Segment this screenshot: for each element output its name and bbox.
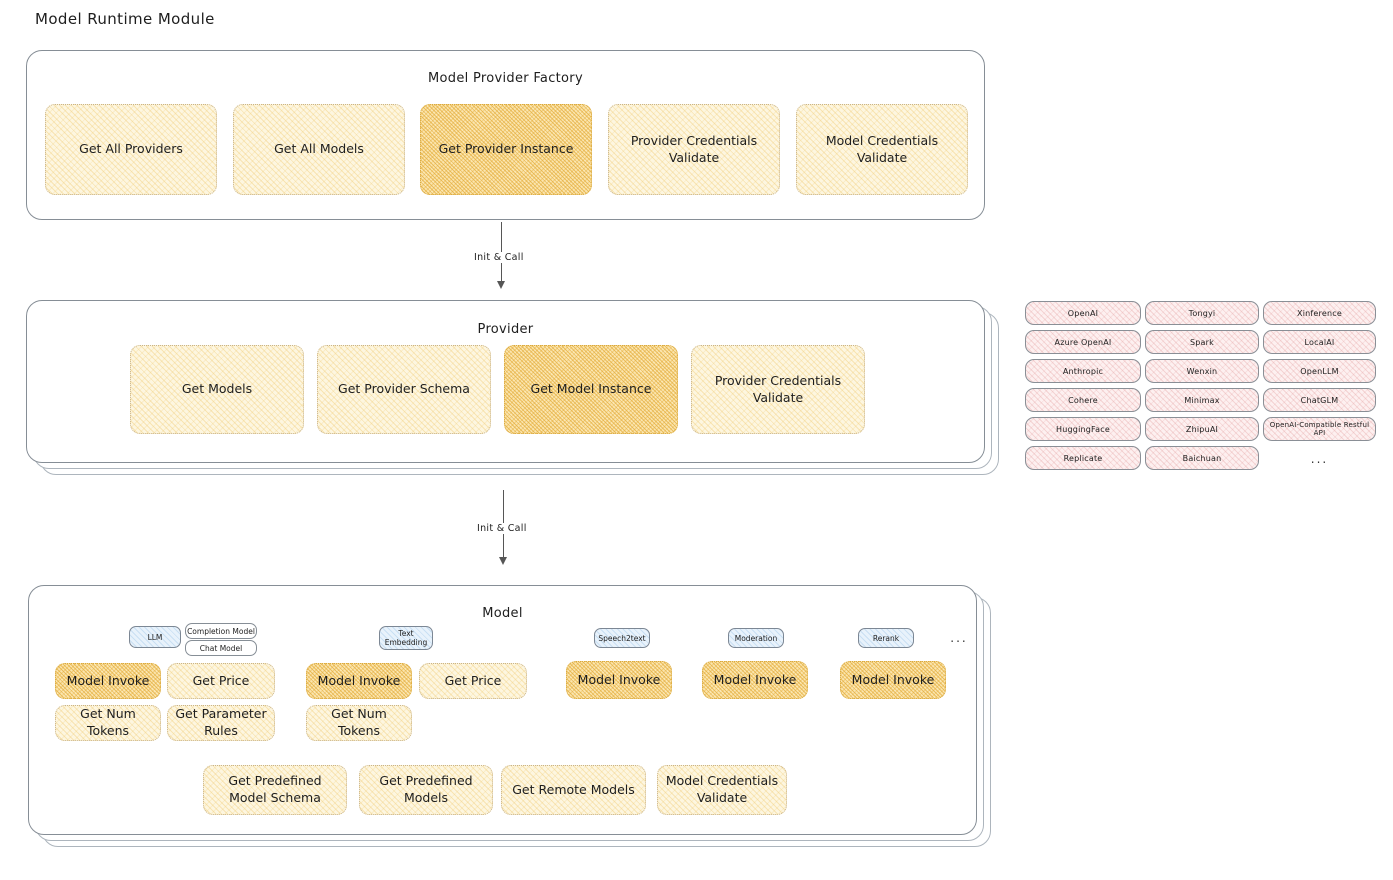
provider-title: Provider: [477, 322, 534, 337]
speech2text-op-model-invoke[interactable]: Model Invoke: [566, 661, 672, 699]
factory-op-provider-credentials-validate[interactable]: Provider Credentials Validate: [608, 104, 780, 195]
arrow-factory-to-provider-label: Init & Call: [470, 252, 528, 263]
model-type-badge-speech2text[interactable]: Speech2text: [594, 628, 650, 648]
model-type-badge-text-embedding[interactable]: Text Embedding: [379, 626, 433, 650]
llm-op-get-num-tokens[interactable]: Get Num Tokens: [55, 705, 161, 741]
provider-chip-azure-openai[interactable]: Azure OpenAI: [1025, 330, 1141, 354]
factory-op-get-provider-instance[interactable]: Get Provider Instance: [420, 104, 592, 195]
provider-chip-spark[interactable]: Spark: [1145, 330, 1259, 354]
arrow-provider-to-model-head: [499, 557, 507, 565]
provider-op-get-model-instance[interactable]: Get Model Instance: [504, 345, 678, 434]
factory-op-get-all-providers[interactable]: Get All Providers: [45, 104, 217, 195]
provider-chip-openai[interactable]: OpenAI: [1025, 301, 1141, 325]
model-sub-badge-completion-model[interactable]: Completion Model: [185, 623, 257, 639]
text-embedding-op-get-price[interactable]: Get Price: [419, 663, 527, 699]
model-provider-factory-title: Model Provider Factory: [428, 71, 583, 86]
model-sub-badge-chat-model[interactable]: Chat Model: [185, 640, 257, 656]
moderation-op-model-invoke[interactable]: Model Invoke: [702, 661, 808, 699]
text-embedding-op-model-invoke[interactable]: Model Invoke: [306, 663, 412, 699]
model-common-op-model-credentials-validate[interactable]: Model Credentials Validate: [657, 765, 787, 815]
llm-op-get-parameter-rules[interactable]: Get Parameter Rules: [167, 705, 275, 741]
provider-chip-cohere[interactable]: Cohere: [1025, 388, 1141, 412]
factory-op-model-credentials-validate[interactable]: Model Credentials Validate: [796, 104, 968, 195]
provider-op-get-models[interactable]: Get Models: [130, 345, 304, 434]
provider-chip-xinference[interactable]: Xinference: [1263, 301, 1376, 325]
factory-op-get-all-models[interactable]: Get All Models: [233, 104, 405, 195]
provider-chip-localai[interactable]: LocalAI: [1263, 330, 1376, 354]
provider-chip-openllm[interactable]: OpenLLM: [1263, 359, 1376, 383]
model-common-op-get-predefined-models[interactable]: Get Predefined Models: [359, 765, 493, 815]
provider-chip-chatglm[interactable]: ChatGLM: [1263, 388, 1376, 412]
provider-op-get-provider-schema[interactable]: Get Provider Schema: [317, 345, 491, 434]
model-title: Model: [482, 606, 523, 621]
model-type-badge-moderation[interactable]: Moderation: [728, 628, 784, 648]
model-common-op-get-predefined-model-schema[interactable]: Get Predefined Model Schema: [203, 765, 347, 815]
page-title: Model Runtime Module: [35, 10, 215, 28]
model-type-badge-rerank[interactable]: Rerank: [858, 628, 914, 648]
model-common-op-get-remote-models[interactable]: Get Remote Models: [501, 765, 646, 815]
model-types-more-ellipsis: ...: [950, 631, 968, 645]
provider-chip-huggingface[interactable]: HuggingFace: [1025, 417, 1141, 441]
provider-list-more-ellipsis: ...: [1310, 452, 1329, 466]
text-embedding-op-get-num-tokens[interactable]: Get Num Tokens: [306, 705, 412, 741]
arrow-factory-to-provider-head: [497, 281, 505, 289]
provider-chip-replicate[interactable]: Replicate: [1025, 446, 1141, 470]
arrow-provider-to-model-label: Init & Call: [473, 523, 531, 534]
provider-chip-baichuan[interactable]: Baichuan: [1145, 446, 1259, 470]
llm-op-get-price[interactable]: Get Price: [167, 663, 275, 699]
model-type-badge-llm[interactable]: LLM: [129, 626, 181, 648]
rerank-op-model-invoke[interactable]: Model Invoke: [840, 661, 946, 699]
provider-chip-tongyi[interactable]: Tongyi: [1145, 301, 1259, 325]
provider-chip-openai-compatible-restful-api[interactable]: OpenAI-Compatible Restful API: [1263, 417, 1376, 441]
provider-op-provider-credentials-validate[interactable]: Provider Credentials Validate: [691, 345, 865, 434]
provider-chip-wenxin[interactable]: Wenxin: [1145, 359, 1259, 383]
llm-op-model-invoke[interactable]: Model Invoke: [55, 663, 161, 699]
provider-chip-minimax[interactable]: Minimax: [1145, 388, 1259, 412]
provider-chip-zhipuai[interactable]: ZhipuAI: [1145, 417, 1259, 441]
provider-chip-anthropic[interactable]: Anthropic: [1025, 359, 1141, 383]
